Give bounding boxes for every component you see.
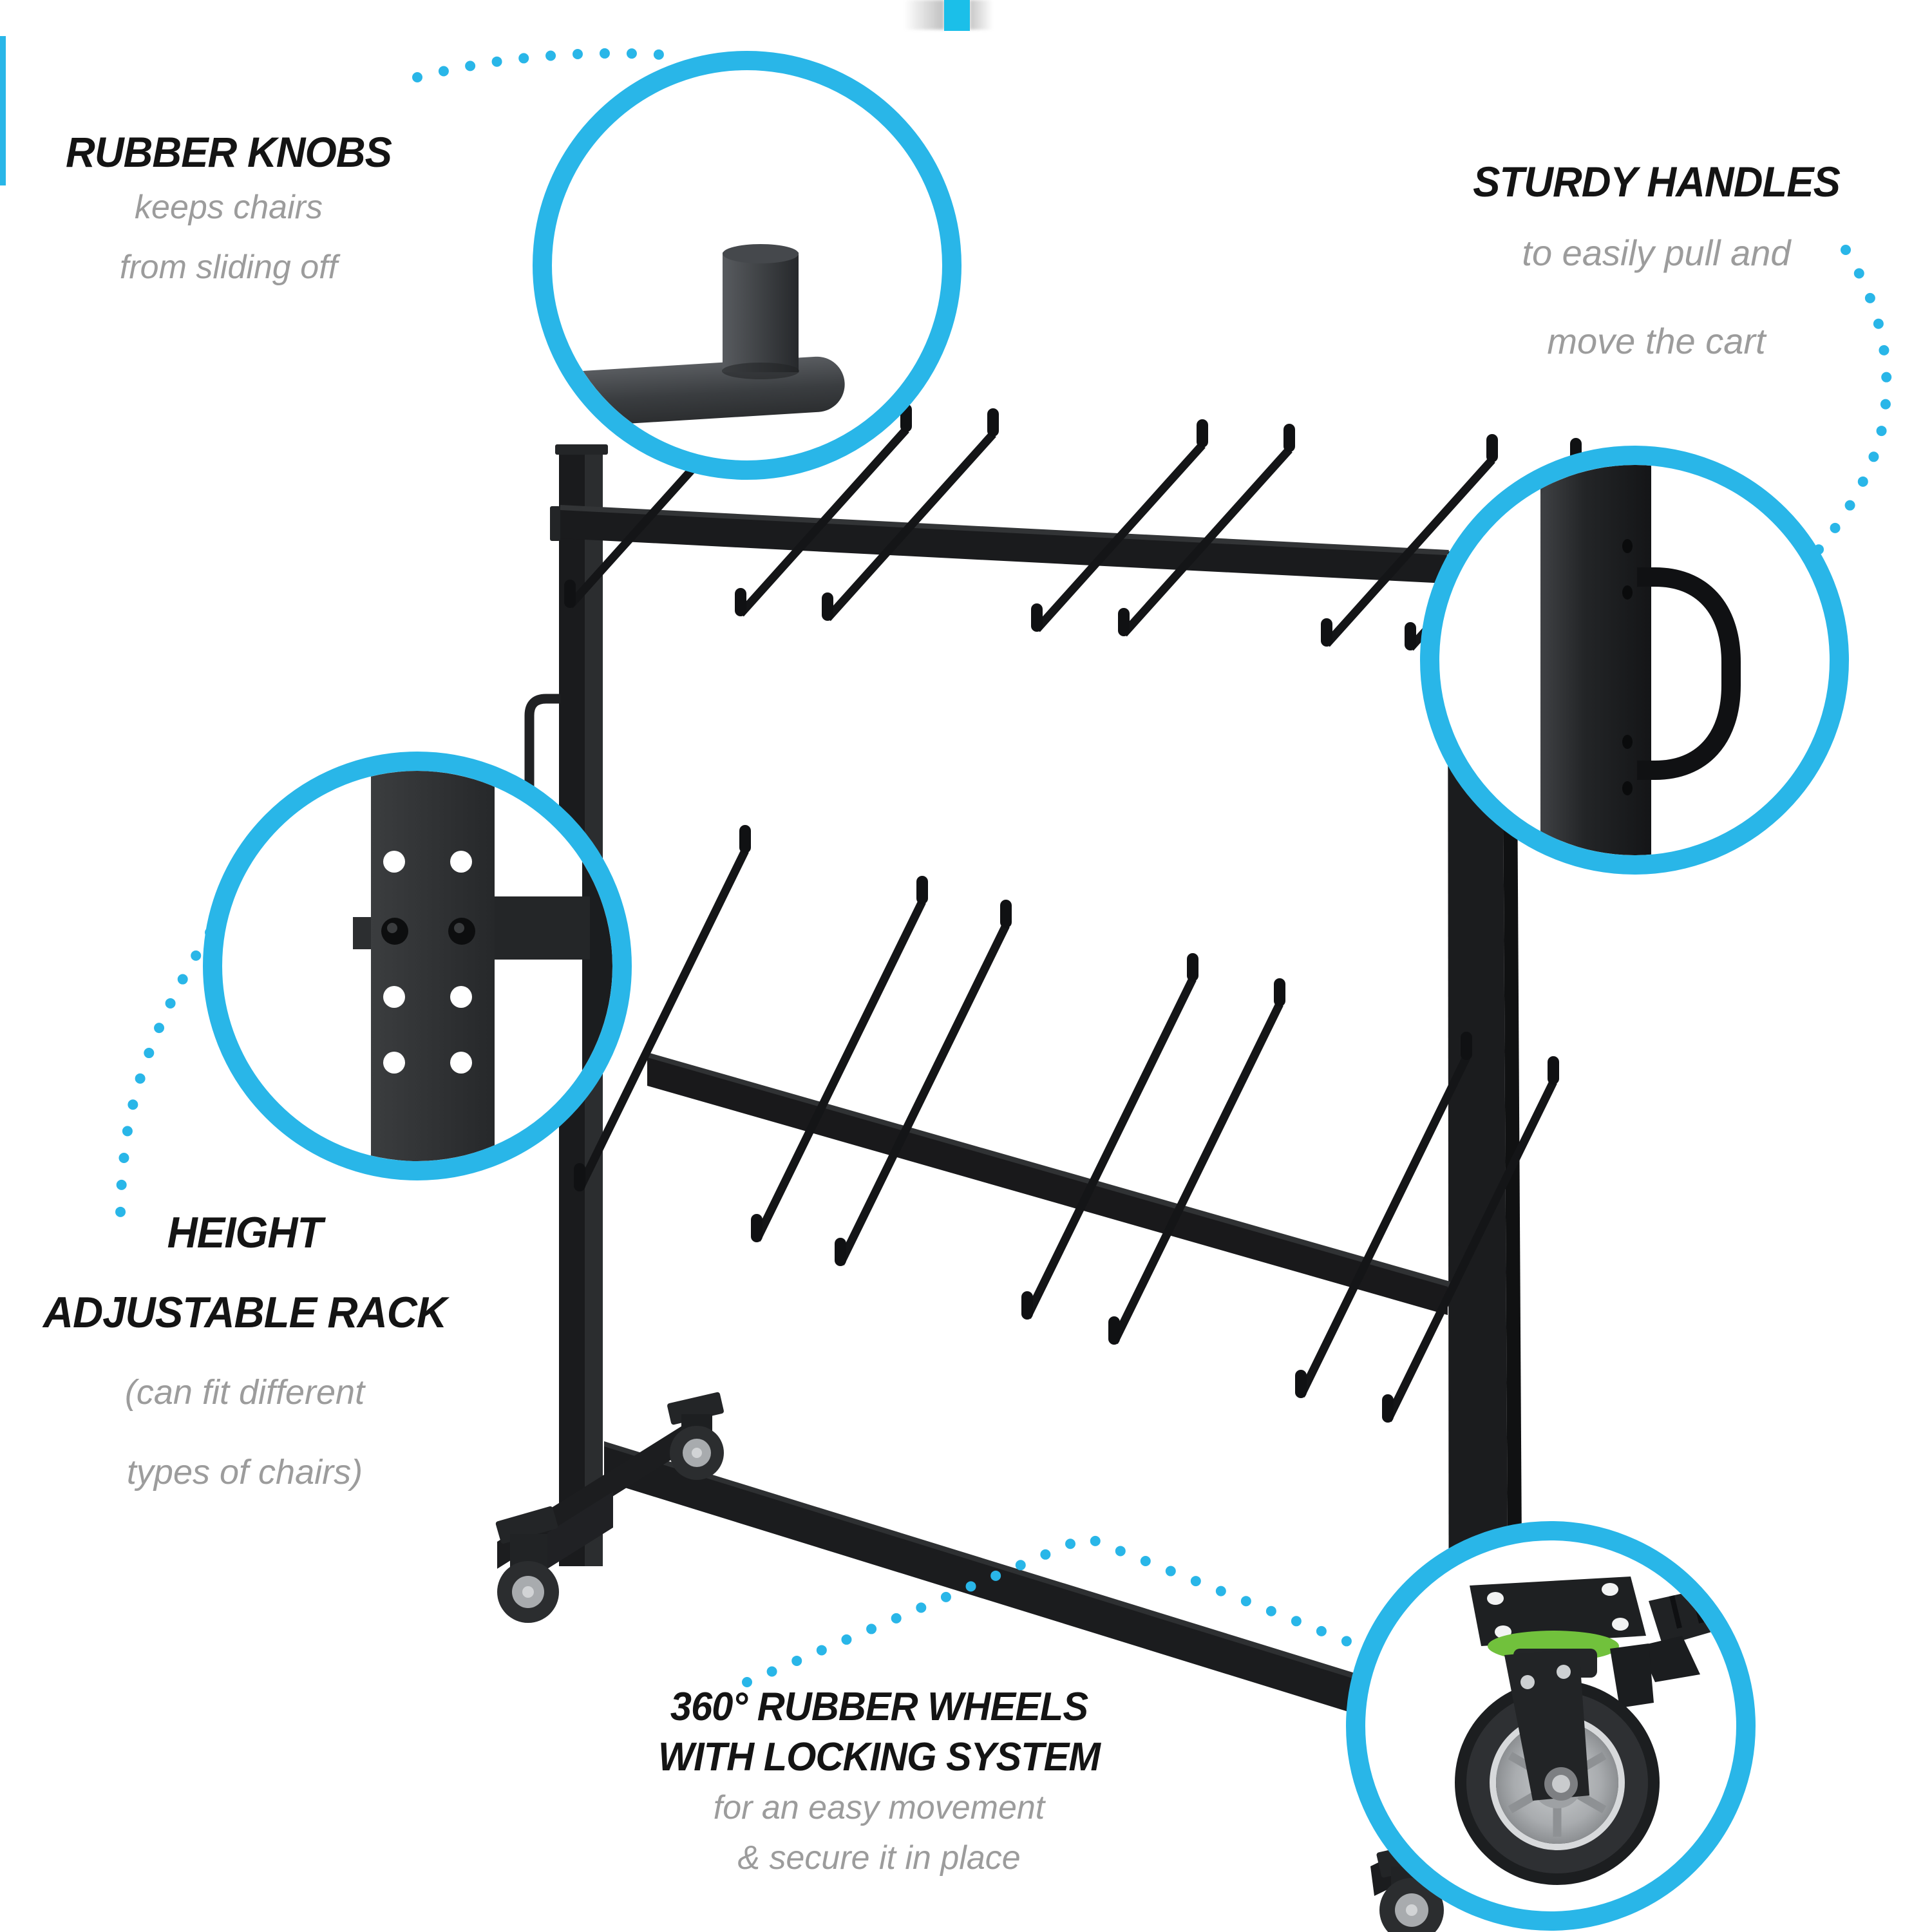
callout-title: RUBBER KNOBS [66, 128, 392, 176]
callout-description-line: keeps chairs [135, 189, 323, 226]
dotted-connector-rubber-knobs [412, 48, 677, 82]
magnified-handle [1540, 465, 1741, 855]
callout-description-line: & secure it in place [737, 1839, 1021, 1877]
cart-base-bar [604, 1441, 1426, 1735]
callout-title: HEIGHT [167, 1208, 323, 1257]
callout-sturdy-handles: STURDY HANDLES to easily pull and move t… [1431, 155, 1882, 385]
callout-title: WITH LOCKING SYSTEM [658, 1735, 1101, 1779]
ribbon-marker [944, 0, 970, 31]
edge-stripe [0, 36, 6, 185]
ribbon-shadow-right [970, 0, 993, 30]
callout-description-line: for an easy movement [713, 1789, 1045, 1826]
callout-description-line: types of chairs) [126, 1453, 363, 1492]
callout-description-line: to easily pull and [1522, 232, 1791, 273]
callout-description-line: (can fit different [124, 1373, 365, 1412]
callout-title: 360° RUBBER WHEELS [670, 1685, 1088, 1729]
callout-rubber-knobs: RUBBER KNOBS keeps chairs from sliding o… [35, 126, 422, 298]
callout-rubber-wheels: 360° RUBBER WHEELS WITH LOCKING SYSTEM f… [583, 1682, 1175, 1883]
callout-title: ADJUSTABLE RACK [43, 1288, 447, 1337]
callout-circle-adjustable-rack [203, 752, 632, 1180]
caster-front-left [495, 1506, 559, 1623]
callout-circle-caster-wheel [1346, 1521, 1756, 1931]
callout-description-line: move the cart [1547, 321, 1766, 361]
callout-height-adjustable-rack: HEIGHT ADJUSTABLE RACK (can fit differen… [32, 1193, 457, 1512]
cart-top-rail [550, 505, 1449, 583]
callout-title: STURDY HANDLES [1473, 158, 1841, 205]
magnified-caster-wheel [1455, 1577, 1736, 1885]
caster-back-left [667, 1392, 724, 1480]
dotted-connector-sturdy-handles [1811, 245, 1892, 558]
ribbon-shadow-left [904, 0, 944, 30]
cart-mid-arm-knobs [574, 825, 1559, 1423]
cart-mid-rail [647, 1052, 1450, 1315]
cart-left-foot [495, 1392, 724, 1623]
callout-description-line: from sliding off [119, 249, 338, 286]
dotted-connector-height-rack [115, 927, 215, 1221]
callout-circle-rubber-knob [533, 51, 961, 480]
cart-mid-hanger-arms [576, 849, 1557, 1422]
callout-circle-handle [1420, 446, 1849, 875]
magnified-rubber-knob [554, 244, 845, 427]
dotted-connector-wheels [742, 1531, 1370, 1687]
